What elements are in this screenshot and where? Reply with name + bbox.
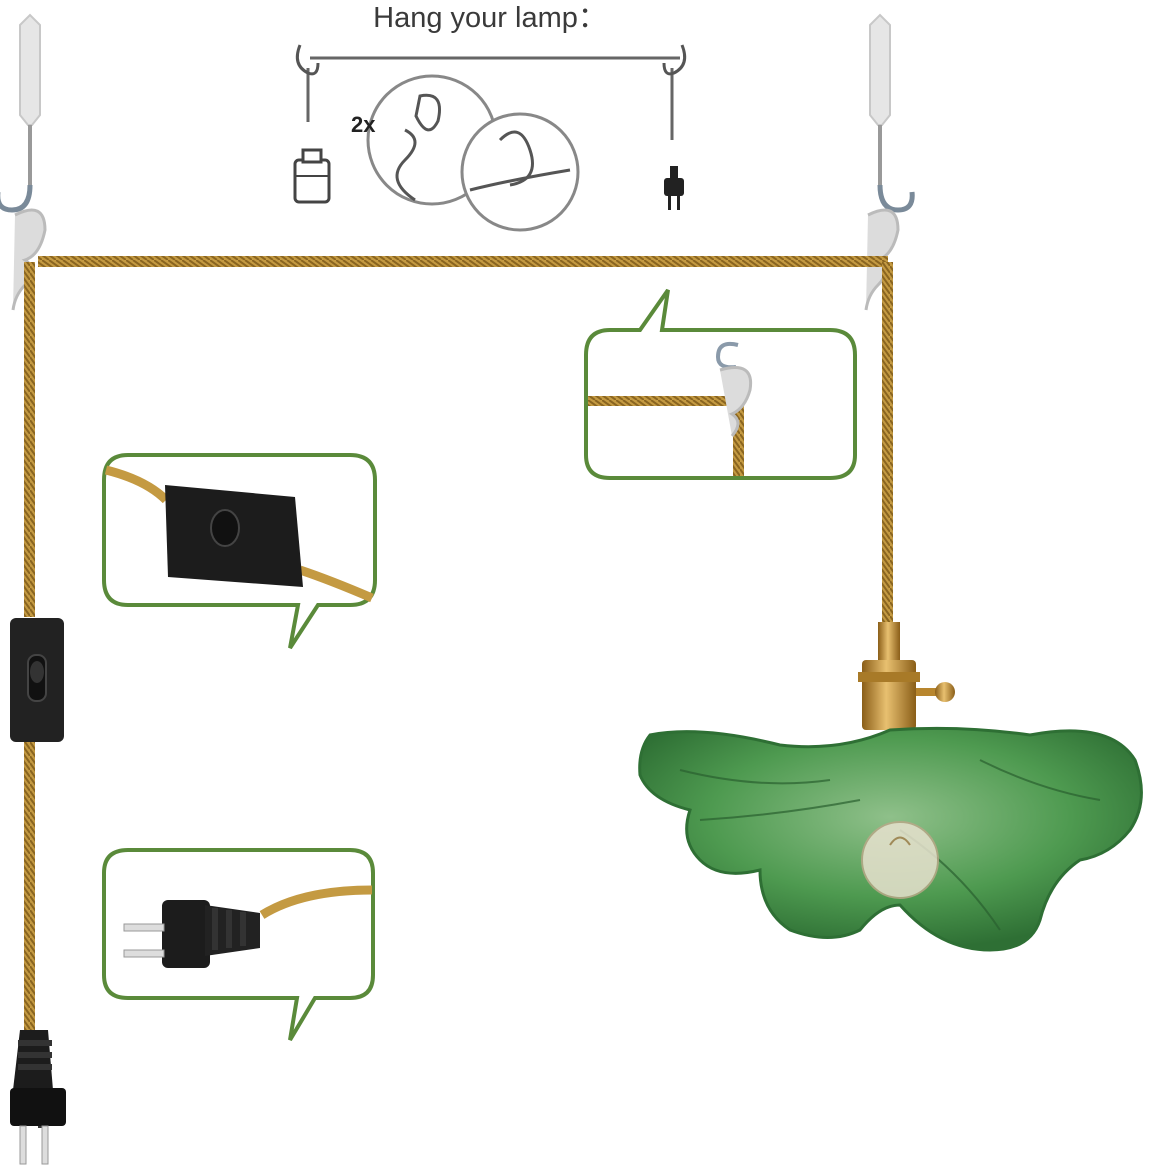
hanging-instruction-diagram (293, 44, 687, 232)
socket-icon (293, 148, 331, 204)
brass-socket-icon (858, 622, 955, 730)
inline-switch-icon (10, 618, 64, 742)
wrap-multiplier-label: 2x (351, 112, 376, 137)
switch-detail-callout (102, 453, 377, 650)
plug-detail-callout (102, 848, 375, 1042)
plug-icon (664, 166, 684, 210)
plug-end-icon (10, 1030, 66, 1165)
green-leaf-lamp-shade (638, 726, 1143, 952)
hook-detail-callout (584, 288, 857, 480)
instruction-title: Hang your lamp： (373, 2, 607, 34)
left-wall-anchor-icon (0, 13, 47, 311)
